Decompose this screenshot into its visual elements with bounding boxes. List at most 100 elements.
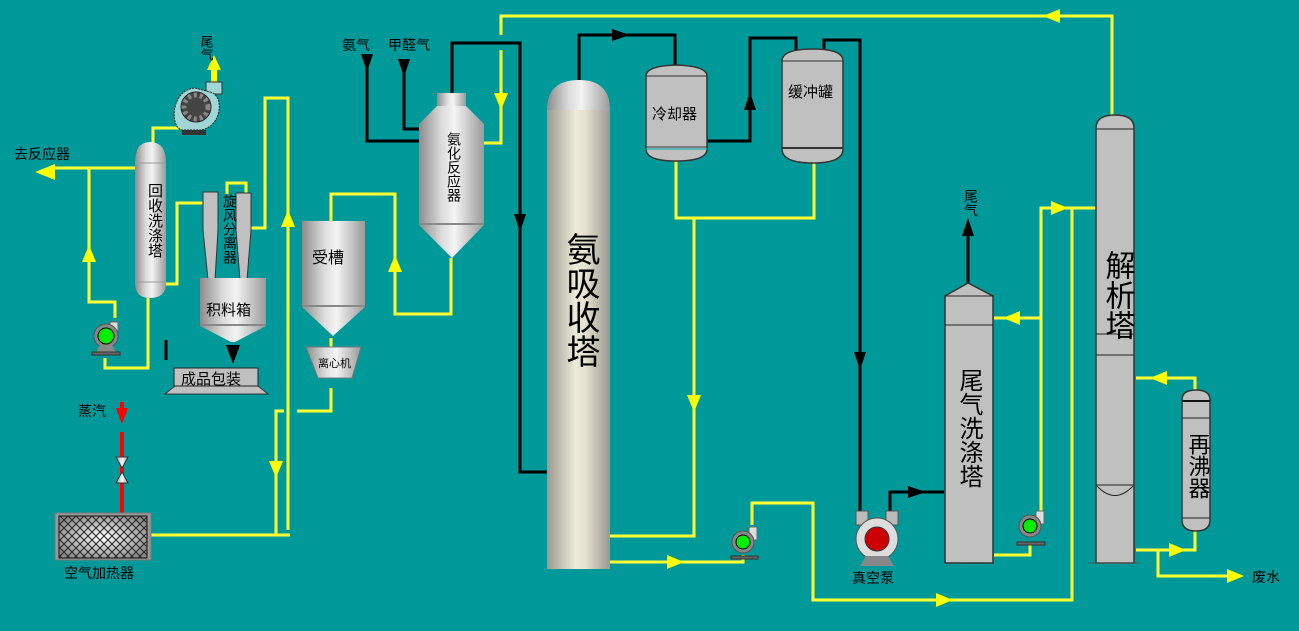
gas-pipes: [164, 33, 970, 513]
pump-status-light: [1022, 518, 1038, 534]
label-vacuum-pump: 真空泵: [852, 571, 894, 587]
labels: 尾气 去反应器 回收洗涤塔 旋风分离器 积料箱 成品包装 蒸汽 空气加热器 氨气…: [14, 35, 1280, 587]
label-ammoniation-reactor: 氨化反应器: [445, 132, 461, 202]
exhaust-fan[interactable]: [173, 81, 223, 135]
label-tail-gas-2: 尾气: [962, 189, 978, 217]
recovery-scrubber-tower[interactable]: [135, 142, 166, 298]
arrow-to-stripper: [936, 593, 953, 607]
arrow-scrubber-inlet: [1003, 311, 1020, 325]
arrow-feed-split: [1051, 201, 1068, 215]
label-to-reactor: 去反应器: [14, 146, 70, 163]
label-ammonia-gas: 氨气: [342, 38, 370, 54]
arrow-tail-gas-2: [962, 218, 974, 236]
label-air-heater: 空气加热器: [64, 566, 134, 582]
arrow-to-reactor: [35, 164, 55, 180]
pipe-pump-to-recovery: [103, 298, 150, 370]
pump-status-light: [735, 534, 751, 550]
ammonia-absorber-tower[interactable]: [547, 80, 610, 569]
pipe-waste-water: [1156, 550, 1240, 578]
label-tail-gas-1: 尾气: [198, 35, 214, 61]
pipe-scrubber-feed: [1039, 206, 1072, 515]
arrow-reboiler-vapor: [1150, 371, 1167, 385]
flow-arrows-black: [226, 29, 974, 498]
flow-arrows-yellow: [35, 9, 1244, 607]
pump-status-light: [97, 327, 115, 345]
arrow-down-reactor-return: [494, 93, 508, 110]
label-packaging: 成品包装: [181, 370, 241, 388]
fan-impeller-icon: [180, 91, 212, 123]
label-recovery-tower: 回收洗涤塔: [146, 183, 164, 258]
label-ammonia-absorber: 氨吸收塔: [560, 232, 600, 368]
label-receiver-tank: 受槽: [312, 248, 344, 267]
pipe-pump-to-recovery-return: [87, 168, 117, 318]
arrow-to-pump: [667, 555, 684, 569]
product-packaging[interactable]: [163, 367, 270, 395]
pipe-ammonia-gas: [365, 55, 422, 143]
pipe-condensate: [674, 161, 816, 220]
pipe-cyclone-top: [225, 181, 248, 194]
arrow-to-packaging: [226, 345, 240, 364]
arrow-down-vacuum: [854, 352, 866, 370]
arrow-formaldehyde-in: [398, 59, 410, 77]
arrow-up-loop: [281, 210, 295, 227]
pipe-return-to-reactor: [482, 50, 503, 145]
arrow-up-recovery: [82, 245, 96, 262]
stripping-tower[interactable]: [1088, 114, 1140, 564]
arrow-down-absorber: [514, 214, 526, 232]
pipe-scrubber-bottom: [994, 545, 1032, 557]
centrifuge[interactable]: [305, 346, 362, 379]
cooler[interactable]: [645, 64, 708, 162]
pipe-heater-branch: [274, 409, 284, 535]
material-hopper[interactable]: [200, 278, 266, 342]
arrow-tail-gas-1: [207, 55, 221, 70]
pump-scrubber[interactable]: [1016, 510, 1046, 546]
arrow-waste-water: [1227, 569, 1244, 583]
arrow-up-receiver: [388, 255, 402, 272]
pipe-cyclone-outlet: [251, 96, 290, 530]
ammoniation-reactor[interactable]: [419, 93, 484, 258]
label-cooler: 冷却器: [652, 105, 697, 123]
pipe-buffer-to-vacuum: [822, 38, 862, 513]
arrow-steam-in: [116, 408, 128, 424]
pipe-reactor-to-absorber: [450, 41, 548, 474]
pipe-recovery-to-fan: [151, 126, 182, 145]
label-cyclone: 旋风分离器: [221, 194, 237, 264]
pipe-pump-to-stripper: [750, 206, 1097, 602]
arrow-ammonia-in: [361, 54, 373, 72]
tail-gas-1-stem: [211, 70, 217, 82]
tail-gas-scrubber-tower[interactable]: [944, 282, 994, 564]
steam-valve[interactable]: [115, 456, 129, 484]
pump-recovery[interactable]: [91, 321, 121, 356]
label-waste-water: 废水: [1252, 570, 1280, 586]
arrow-to-reboiler: [1169, 543, 1186, 557]
pipe-recovery-to-cyclone: [166, 201, 205, 286]
label-centrifuge: 离心机: [318, 356, 351, 370]
label-reboiler: 再沸器: [1185, 433, 1211, 499]
arrow-up-buffer: [744, 92, 756, 110]
air-heater[interactable]: [54, 512, 152, 561]
arrow-down-condensate: [687, 395, 701, 412]
pipe-condensate-to-absorber: [610, 218, 696, 538]
cyclone-separator[interactable]: [202, 191, 252, 281]
arrow-to-cooler: [612, 29, 630, 41]
reboiler[interactable]: [1181, 389, 1211, 532]
label-steam: 蒸汽: [78, 404, 106, 420]
receiver-tank[interactable]: [302, 221, 365, 336]
arrow-to-scrubber: [908, 486, 926, 498]
pipe-reactor-to-receiver: [329, 192, 453, 316]
label-formaldehyde-gas: 甲醛气: [388, 38, 430, 54]
pipe-centrifuge-outlet: [297, 388, 333, 413]
label-tail-gas-scrubber: 尾气洗涤塔: [955, 368, 983, 488]
pipe-cooler-to-buffer: [707, 36, 798, 143]
process-pipes: [55, 14, 1240, 602]
vacuum-pump[interactable]: [855, 510, 899, 566]
label-stripping-tower: 解析塔: [1100, 250, 1136, 340]
steam-line: [115, 402, 129, 514]
pipe-top-return: [499, 14, 1114, 128]
pump-absorber[interactable]: [730, 526, 759, 560]
label-hopper: 积料箱: [206, 301, 251, 319]
pipe-stripper-to-reboiler: [1136, 531, 1197, 552]
vacuum-pump-status-light: [864, 526, 890, 552]
buffer-tank[interactable]: [781, 48, 844, 164]
